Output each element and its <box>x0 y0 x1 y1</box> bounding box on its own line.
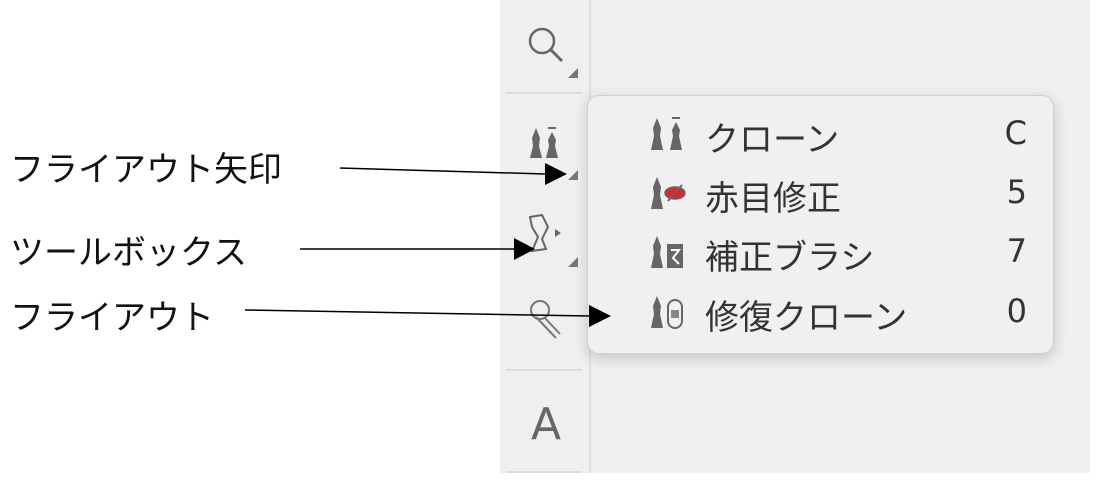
zoom-tool[interactable] <box>510 15 582 78</box>
red-eye-icon <box>651 177 686 209</box>
flyout-arrow-icon[interactable] <box>568 68 578 78</box>
flyout-item-clone[interactable]: クローン C <box>588 106 1053 162</box>
flyout-item-shortcut: 5 <box>1006 173 1027 211</box>
arrow-head <box>589 305 611 327</box>
eyedropper-tool[interactable] <box>510 290 582 350</box>
flyout-item-retouch-brush[interactable]: 補正ブラシ 7 <box>588 224 1053 280</box>
arrow-line <box>244 309 591 317</box>
flyout-item-label: 修復クローン <box>705 298 908 338</box>
flyout-item-label: クローン <box>705 120 840 160</box>
flyout-item-shortcut: C <box>1004 114 1027 152</box>
annotation-flyout: フライアウト <box>10 298 214 338</box>
eyedropper-icon <box>530 300 561 339</box>
selection-brush-tool[interactable] <box>510 205 582 267</box>
flyout-item-label: 赤目修正 <box>705 179 841 219</box>
flyout-item-shortcut: 0 <box>1006 292 1027 330</box>
toolbox-separator <box>506 92 582 94</box>
arrow-line <box>339 167 546 175</box>
flyout-menu: クローン C 赤目修正 5 補正ブラシ 7 修復クローン 0 <box>587 95 1054 354</box>
magnifier-icon <box>528 27 564 63</box>
toolbox-separator <box>506 369 582 371</box>
text-tool[interactable]: A <box>510 395 582 455</box>
flyout-arrow-icon[interactable] <box>568 170 578 180</box>
flyout-item-healing-clone[interactable]: 修復クローン 0 <box>588 284 1053 340</box>
clone-stamp-icon <box>530 127 558 158</box>
clone-tool[interactable] <box>510 118 582 180</box>
arrow-head <box>514 238 535 260</box>
selection-brush-icon <box>528 213 561 253</box>
annotation-toolbox: ツールボックス <box>10 233 247 273</box>
flyout-item-label: 補正ブラシ <box>705 238 875 278</box>
flyout-item-shortcut: 7 <box>1006 232 1027 270</box>
arrow-head <box>545 163 567 185</box>
toolbox-separator <box>506 471 582 473</box>
healing-clone-icon <box>651 296 683 329</box>
annotation-flyout-arrow: フライアウト矢印 <box>10 150 282 190</box>
flyout-arrow-icon[interactable] <box>568 257 578 267</box>
retouch-brush-icon <box>651 236 683 268</box>
clone-stamp-icon <box>651 117 682 150</box>
flyout-item-red-eye[interactable]: 赤目修正 5 <box>588 165 1053 221</box>
text-tool-icon: A <box>530 399 562 450</box>
